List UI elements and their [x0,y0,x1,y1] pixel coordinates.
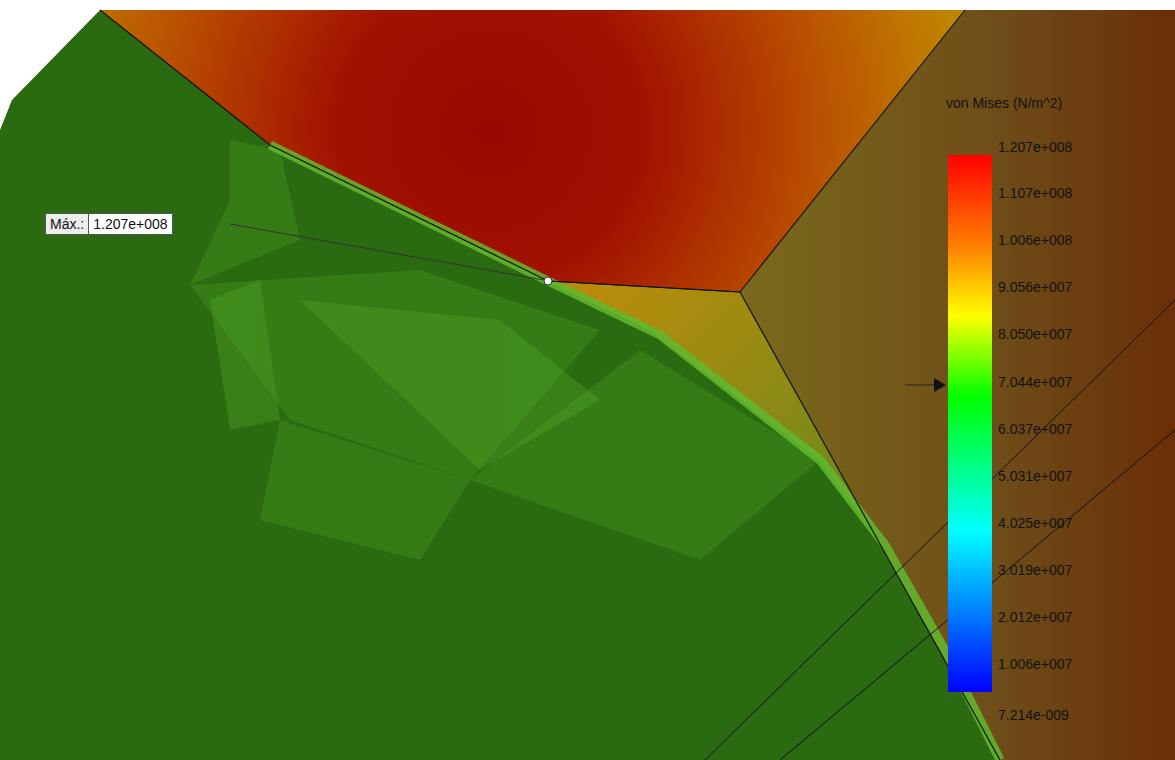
max-callout: Máx.:1.207e+008 [45,213,173,235]
scale-value: 1.207e+008 [998,139,1072,155]
scale-value: 2.012e+007 [998,609,1072,625]
legend-title: von Mises (N/m^2) [946,95,1062,111]
callout-value: 1.207e+008 [89,214,171,234]
scale-value: 3.019e+007 [998,562,1072,578]
scale-value: 1.006e+007 [998,656,1072,672]
scale-value: 1.107e+008 [998,185,1072,201]
scale-value: 6.037e+007 [998,421,1072,437]
callout-heading: Máx.: [46,214,89,234]
scale-value: 4.025e+007 [998,515,1072,531]
scale-value: 7.214e-009 [998,707,1069,723]
scale-value: 1.006e+008 [998,232,1072,248]
scale-value: 5.031e+007 [998,468,1072,484]
scale-value: 8.050e+007 [998,326,1072,342]
scale-value: 7.044e+007 [998,374,1072,390]
scale-value: 9.056e+007 [998,279,1072,295]
